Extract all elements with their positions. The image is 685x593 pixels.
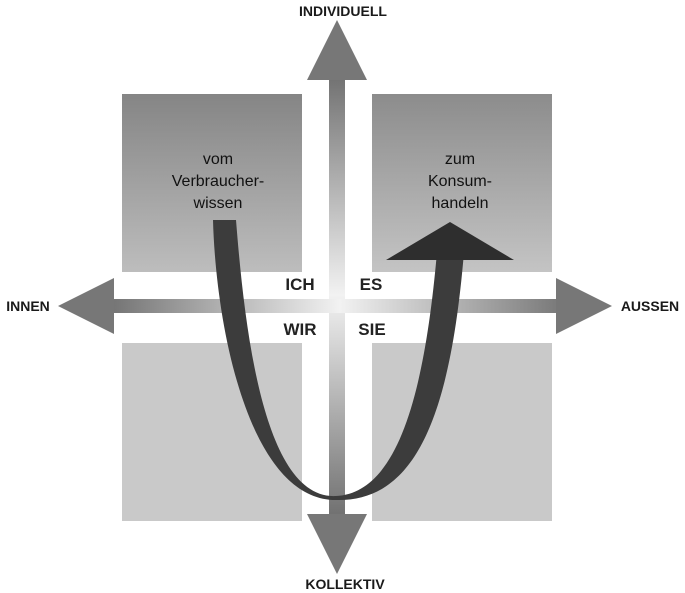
axis-label-top: INDIVIDUELL [299, 3, 387, 19]
vertical-axis-arrow [307, 20, 367, 574]
horizontal-axis-arrow [58, 278, 612, 334]
curved-transition-arrow [213, 220, 514, 501]
axis-label-bottom: KOLLEKTIV [305, 576, 385, 592]
axis-label-right: AUSSEN [621, 298, 679, 314]
quadrant-label-sie: SIE [358, 320, 385, 339]
box-text-line: Verbraucher- [172, 173, 265, 190]
box-bottom-right [372, 343, 552, 521]
quadrant-label-es: ES [360, 275, 383, 294]
quadrant-label-ich: ICH [285, 275, 314, 294]
box-top-left [122, 94, 302, 272]
box-text-top-right: zum Konsum- handeln [428, 151, 492, 212]
axis-label-left: INNEN [6, 298, 50, 314]
box-text-line: zum [445, 151, 475, 168]
box-bottom-left [122, 343, 302, 521]
box-text-line: vom [203, 151, 233, 168]
box-text-line: wissen [193, 195, 243, 212]
box-text-line: Konsum- [428, 173, 492, 190]
quadrant-label-wir: WIR [283, 320, 316, 339]
box-text-top-left: vom Verbraucher- wissen [172, 151, 265, 212]
curved-arrow-head [386, 222, 514, 260]
box-text-line: handeln [432, 195, 489, 212]
